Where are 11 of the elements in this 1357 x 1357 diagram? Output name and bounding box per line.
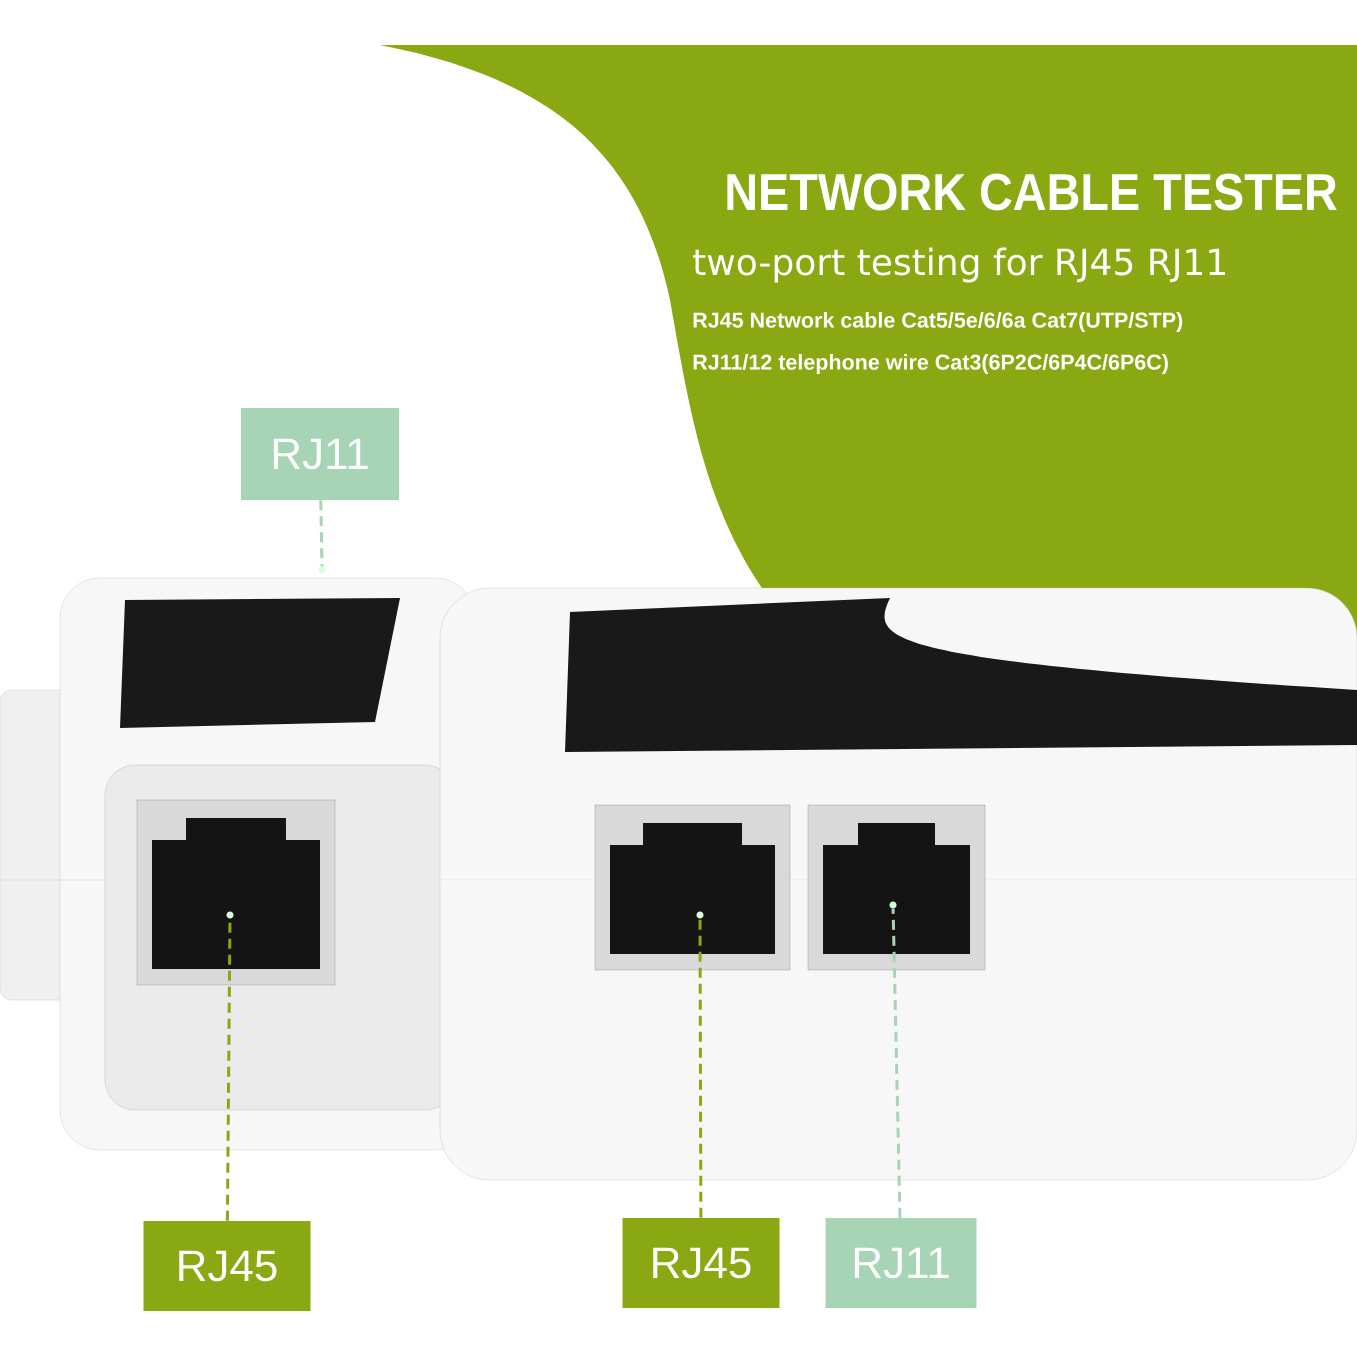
spec-text: RJ45 Network cable Cat5/5e/6/6a Cat7(UTP/STP) [693,312,1183,333]
label-box: RJ11 [241,408,399,500]
subtitle: two-port testing for RJ45 RJ11 [693,247,1225,283]
leader-line [319,500,324,567]
spec-text: RJ11/12 telephone wire Cat3(6P2C/6P4C/6P6C) [693,354,1168,375]
leader-line [698,918,703,1218]
title: NETWORK CABLE TESTER [727,173,1337,211]
label-box: RJ45 [622,1218,780,1308]
leader-line [891,908,902,1218]
label-box: RJ45 [143,1221,311,1311]
label-box: RJ11 [825,1218,977,1308]
